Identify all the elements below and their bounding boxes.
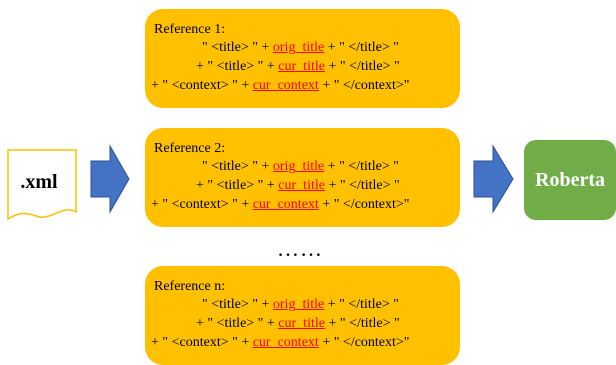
reference-line-1: " <title> " + orig_title + " </title> " bbox=[202, 40, 399, 56]
line-text: + " <context> " + bbox=[151, 78, 253, 93]
variable-cur-title: cur_title bbox=[278, 316, 325, 331]
reference-line-2: + " <title> " + cur_title + " </title> " bbox=[196, 178, 400, 194]
arrow-references-to-model bbox=[473, 144, 514, 214]
reference-line-1: " <title> " + orig_title + " </title> " bbox=[202, 297, 399, 313]
reference-line-3: + " <context> " + cur_context + " </cont… bbox=[151, 335, 410, 351]
line-text: " <title> " + bbox=[202, 297, 273, 312]
reference-line-2: + " <title> " + cur_title + " </title> " bbox=[196, 59, 400, 75]
reference-line-2: + " <title> " + cur_title + " </title> " bbox=[196, 316, 400, 332]
reference-line-1: " <title> " + orig_title + " </title> " bbox=[202, 159, 399, 175]
line-text: + " <title> " + bbox=[196, 178, 279, 193]
roberta-model-box: Roberta bbox=[524, 140, 616, 220]
line-text: + " <context> " + bbox=[151, 197, 253, 212]
line-text: + " </title> " bbox=[324, 59, 400, 74]
arrow-input-to-references bbox=[90, 144, 130, 214]
variable-orig-title: orig_title bbox=[272, 297, 325, 312]
variable-cur-context: cur_context bbox=[252, 335, 319, 350]
reference-box-1: Reference 1: " <title> " + orig_title + … bbox=[145, 9, 460, 108]
variable-cur-title: cur_title bbox=[278, 178, 325, 193]
reference-title: Reference 2: bbox=[154, 141, 226, 156]
line-text: + " </title> " bbox=[324, 297, 399, 312]
line-text: + " <title> " + bbox=[196, 59, 279, 74]
line-text: + " </context>" bbox=[318, 78, 410, 93]
line-text: + " </context>" bbox=[318, 335, 410, 350]
variable-cur-context: cur_context bbox=[252, 78, 319, 93]
line-text: + " </title> " bbox=[324, 40, 399, 55]
line-text: " <title> " + bbox=[202, 159, 273, 174]
reference-line-3: + " <context> " + cur_context + " </cont… bbox=[151, 197, 410, 213]
reference-title: Reference n: bbox=[154, 279, 226, 294]
line-text: " <title> " + bbox=[202, 40, 273, 55]
line-text: + " <context> " + bbox=[151, 335, 253, 350]
model-label: Roberta bbox=[535, 168, 605, 191]
variable-cur-title: cur_title bbox=[278, 59, 325, 74]
variable-orig-title: orig_title bbox=[272, 159, 325, 174]
variable-orig-title: orig_title bbox=[272, 40, 325, 55]
line-text: + " </title> " bbox=[324, 316, 400, 331]
reference-box-n: Reference n: " <title> " + orig_title + … bbox=[145, 266, 460, 365]
reference-box-2: Reference 2: " <title> " + orig_title + … bbox=[145, 128, 460, 227]
line-text: + " </title> " bbox=[324, 159, 399, 174]
ellipsis-separator: …… bbox=[277, 236, 323, 261]
reference-line-3: + " <context> " + cur_context + " </cont… bbox=[151, 78, 410, 94]
reference-title: Reference 1: bbox=[154, 22, 226, 37]
line-text: + " </title> " bbox=[324, 178, 400, 193]
line-text: + " <title> " + bbox=[196, 316, 279, 331]
xml-label: .xml bbox=[20, 171, 58, 193]
variable-cur-context: cur_context bbox=[252, 197, 319, 212]
line-text: + " </context>" bbox=[318, 197, 410, 212]
